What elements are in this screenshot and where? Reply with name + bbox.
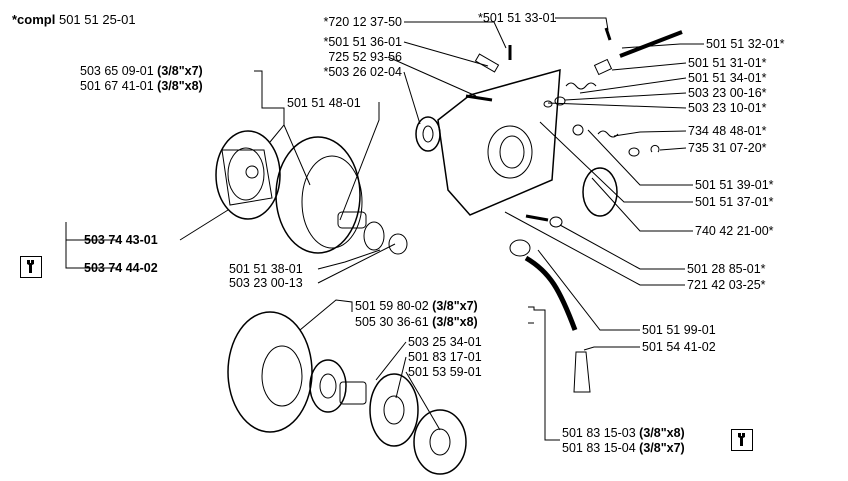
part-label-735310720: 735 31 07-20* (688, 141, 767, 155)
wrench-tool-icon (731, 429, 753, 451)
part-variant-501831503: 501 83 15-03 (3/8"x8) (562, 426, 685, 440)
part-label-501513201: 501 51 32-01* (706, 37, 785, 51)
wrench-glyph (27, 260, 34, 273)
part-label-503253401: 503 25 34-01 (408, 335, 482, 349)
header-compl: *compl 501 51 25-01 (12, 13, 136, 27)
part-variant-number: 505 30 36-61 (355, 315, 429, 329)
part-label-501513601: *501 51 36-01 (323, 35, 402, 49)
part-variant-spec: (3/8"x7) (432, 299, 478, 313)
part-variant-number: 501 83 15-04 (562, 441, 636, 455)
part-variant-505303661: 505 30 36-61 (3/8"x8) (355, 315, 478, 329)
wrench-tool-icon (20, 256, 42, 278)
part-label-501513701: 501 51 37-01* (695, 195, 774, 209)
part-label-503260204: *503 26 02-04 (323, 65, 402, 79)
part-variant-number: 501 83 15-03 (562, 426, 636, 440)
part-label-501519901: 501 51 99-01 (642, 323, 716, 337)
part-label-503230013: 503 23 00-13 (229, 276, 303, 290)
part-label-501513901: 501 51 39-01* (695, 178, 774, 192)
part-variant-number: 501 67 41-01 (80, 79, 154, 93)
part-variant-spec: (3/8"x7) (157, 64, 203, 78)
part-label-501831701: 501 83 17-01 (408, 350, 482, 364)
part-label-720123750: *720 12 37-50 (323, 15, 402, 29)
part-label-501513101: 501 51 31-01* (688, 56, 767, 70)
part-variant-number: 501 59 80-02 (355, 299, 429, 313)
part-label-503744402: 503 74 44-02 (84, 261, 158, 275)
part-label-501513801: 501 51 38-01 (229, 262, 303, 276)
header-number: 501 51 25-01 (58, 12, 136, 27)
part-label-501535901: 501 53 59-01 (408, 365, 482, 379)
part-variant-spec: (3/8"x8) (157, 79, 203, 93)
part-variant-501598002: 501 59 80-02 (3/8"x7) (355, 299, 478, 313)
part-label-740422100: 740 42 21-00* (695, 224, 774, 238)
part-label-503231001: 503 23 10-01* (688, 101, 767, 115)
part-label-501513401: 501 51 34-01* (688, 71, 767, 85)
part-label-721420325: 721 42 03-25* (687, 278, 766, 292)
part-label-725529356: 725 52 93-56 (328, 50, 402, 64)
part-variant-503650901: 503 65 09-01 (3/8"x7) (80, 64, 203, 78)
part-label-503230016: 503 23 00-16* (688, 86, 767, 100)
wrench-glyph (738, 433, 745, 446)
part-label-501514801: 501 51 48-01 (287, 96, 361, 110)
header-prefix: *compl (12, 12, 56, 27)
part-label-734484801: 734 48 48-01* (688, 124, 767, 138)
part-label-501513301: *501 51 33-01 (478, 11, 557, 25)
part-label-503744301: 503 74 43-01 (84, 233, 158, 247)
part-variant-501674101: 501 67 41-01 (3/8"x8) (80, 79, 203, 93)
part-variant-spec: (3/8"x8) (432, 315, 478, 329)
part-variant-spec: (3/8"x8) (639, 426, 685, 440)
part-label-501544102: 501 54 41-02 (642, 340, 716, 354)
part-variant-spec: (3/8"x7) (639, 441, 685, 455)
part-label-501288501: 501 28 85-01* (687, 262, 766, 276)
part-variant-number: 503 65 09-01 (80, 64, 154, 78)
part-variant-501831504: 501 83 15-04 (3/8"x7) (562, 441, 685, 455)
